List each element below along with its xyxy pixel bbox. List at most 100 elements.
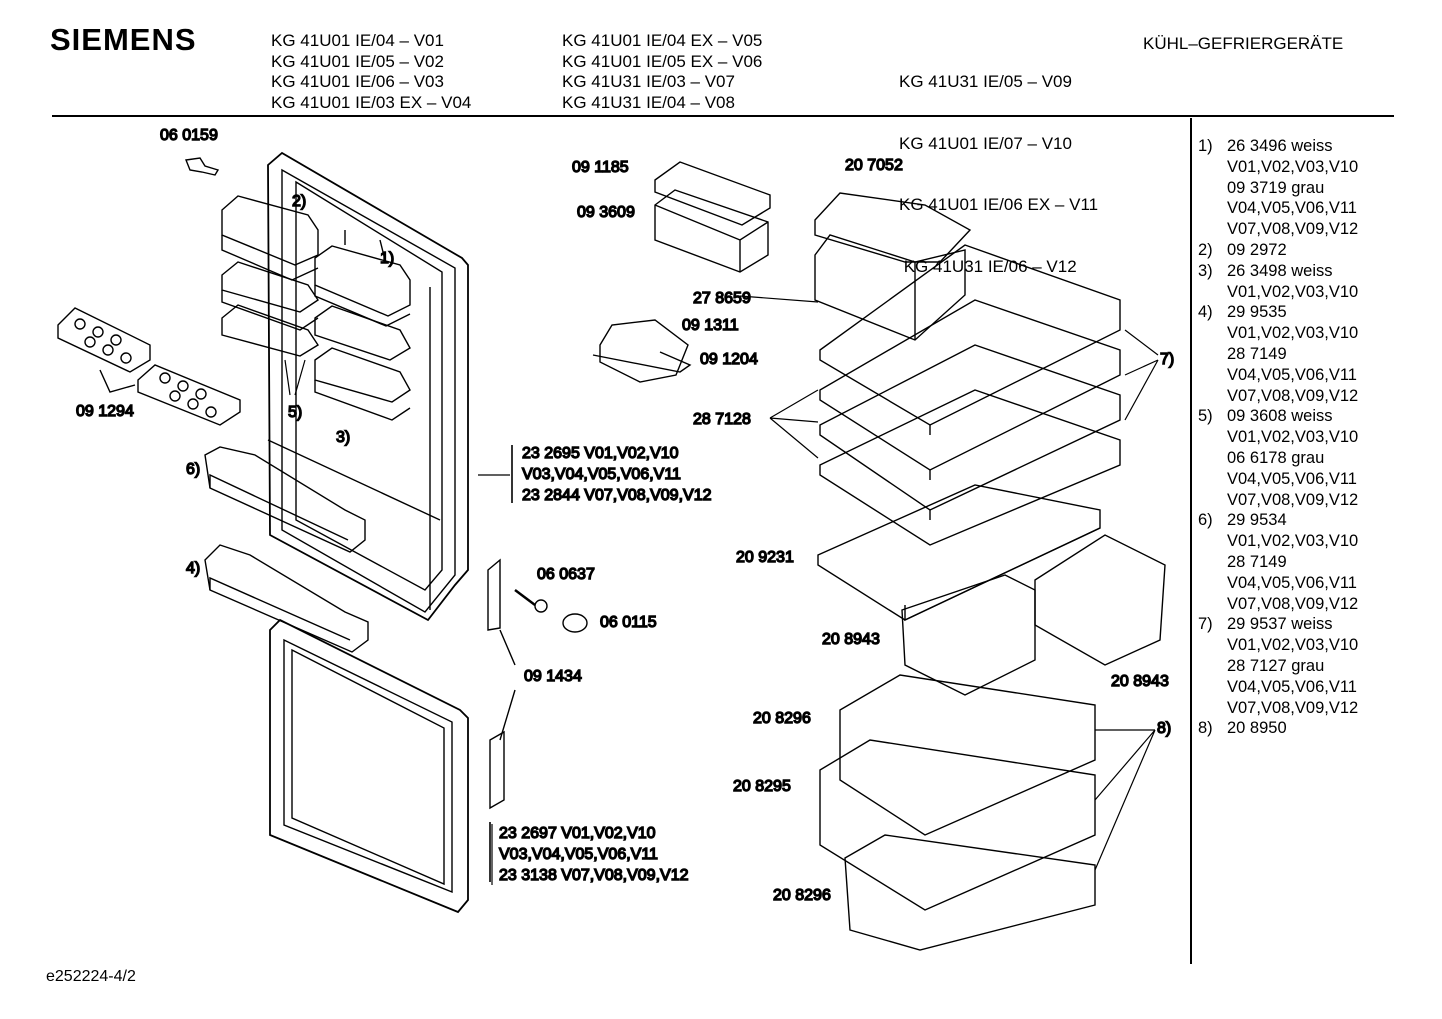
callout-number-3: 3): [336, 429, 350, 446]
callout-060115: 06 0115: [600, 614, 657, 631]
parts-list-text: V04,V05,V06,V11: [1227, 573, 1357, 592]
model-line: KG 41U01 IE/04 – V01: [271, 31, 444, 50]
upper-door-variants-line-2: V03,V04,V05,V06,V11: [522, 466, 681, 483]
parts-list-number: 1): [1198, 137, 1213, 155]
callout-209231: 20 9231: [736, 549, 794, 566]
parts-list-number: [1198, 531, 1227, 552]
parts-list-number: 4): [1198, 303, 1213, 322]
parts-list-row: V01,V02,V03,V10: [1198, 157, 1358, 178]
parts-list-text: V04,V05,V06,V11: [1227, 469, 1357, 488]
freezer-baskets-drawing: [819, 674, 1096, 951]
parts-list-row: 1) 26 3496 weiss: [1198, 136, 1358, 157]
parts-list-number: [1198, 573, 1227, 594]
callout-091185: 09 1185: [572, 159, 629, 176]
parts-list-divider: [1190, 118, 1192, 964]
parts-list-row: V01,V02,V03,V10: [1198, 635, 1358, 656]
parts-list-number: 8): [1198, 719, 1213, 738]
parts-list-row: V04,V05,V06,V11: [1198, 365, 1358, 386]
callout-060637: 06 0637: [537, 566, 595, 583]
parts-list-row: V04,V05,V06,V11: [1198, 573, 1358, 594]
parts-list-row: V04,V05,V06,V11: [1198, 469, 1358, 490]
parts-list-number: [1198, 157, 1227, 178]
parts-list-text: 06 6178 grau: [1227, 448, 1325, 467]
lower-door-drawing: [269, 618, 469, 914]
parts-list-text: 29 9535: [1227, 303, 1287, 322]
ice-tray-and-boxes-drawing: [592, 161, 771, 383]
parts-list-row: 3) 26 3498 weiss: [1198, 261, 1358, 282]
parts-list-text: V01,V02,V03,V10: [1227, 428, 1359, 447]
refrigerator-shelves-drawing: [819, 244, 1121, 546]
callout-number-2: 2): [292, 193, 306, 210]
parts-list-text: 09 3608 weiss: [1227, 407, 1333, 426]
hinge-parts-drawing: [487, 558, 588, 810]
parts-list-number: [1198, 656, 1227, 677]
model-line: KG 41U01 IE/07 – V10: [899, 133, 1072, 153]
model-line: KG 41U01 IE/06 – V03: [271, 72, 444, 91]
callout-number-8: 8): [1157, 720, 1171, 737]
upper-door-variants-line-3: 23 2844 V07,V08,V09,V12: [522, 487, 712, 504]
parts-list-text: 28 7149: [1227, 344, 1287, 363]
model-line: KG 41U31 IE/05 – V09: [899, 72, 1072, 91]
parts-list-row: V01,V02,V03,V10: [1198, 282, 1358, 303]
parts-list-number: [1198, 282, 1227, 303]
parts-list-text: V07,V08,V09,V12: [1227, 220, 1359, 239]
parts-list-number: [1198, 198, 1227, 219]
model-line: KG 41U01 IE/05 EX – V06: [562, 51, 763, 71]
model-column-3: KG 41U31 IE/05 – V09 KG 41U01 IE/07 – V1…: [899, 31, 1098, 298]
parts-list-text: V04,V05,V06,V11: [1227, 199, 1357, 218]
document-code: e252224-4/2: [46, 968, 136, 985]
parts-list-text: V07,V08,V09,V12: [1227, 386, 1359, 405]
parts-list-row: V04,V05,V06,V11: [1198, 198, 1358, 219]
vegetable-bins-drawing: [901, 534, 1166, 696]
parts-list-number: [1198, 677, 1227, 698]
parts-list-number: 2): [1198, 240, 1213, 259]
parts-list-text: 29 9537 weiss: [1227, 615, 1333, 634]
parts-list-text: V01,V02,V03,V10: [1227, 532, 1359, 551]
lower-door-variants-line-2: V03,V04,V05,V06,V11: [499, 846, 658, 863]
model-column-2: KG 41U01 IE/04 EX – V05 KG 41U01 IE/05 E…: [562, 31, 762, 113]
callout-093609: 09 3609: [577, 204, 635, 221]
parts-list-text: V04,V05,V06,V11: [1227, 677, 1357, 696]
parts-list-text: 26 3498 weiss: [1227, 261, 1333, 280]
lower-door-variants-line-1: 23 2697 V01,V02,V10: [499, 825, 656, 842]
model-line: KG 41U31 IE/03 – V07: [562, 72, 735, 91]
parts-list-text: V01,V02,V03,V10: [1227, 324, 1359, 343]
parts-list-number: [1198, 698, 1227, 719]
parts-list-number: [1198, 365, 1227, 386]
callout-287128: 28 7128: [693, 411, 751, 428]
parts-list-text: 28 7127 grau: [1227, 656, 1325, 675]
lower-door-variants-line-3: 23 3138 V07,V08,V09,V12: [499, 867, 689, 884]
callout-278659: 27 8659: [693, 290, 751, 307]
callout-208296a: 20 8296: [753, 710, 811, 727]
parts-list-row: V04,V05,V06,V11: [1198, 677, 1358, 698]
parts-list-row: V07,V08,V09,V12: [1198, 386, 1358, 407]
parts-list-row: 28 7127 grau: [1198, 656, 1358, 677]
category-title: KÜHL–GEFRIERGERÄTE: [1143, 34, 1344, 53]
parts-list-text: 26 3496 weiss: [1227, 137, 1333, 155]
model-line: KG 41U01 IE/06 EX – V11: [899, 195, 1099, 214]
model-column-1: KG 41U01 IE/04 – V01 KG 41U01 IE/05 – V0…: [271, 31, 471, 113]
parts-list-row: 28 7149: [1198, 344, 1358, 365]
parts-list-row: V01,V02,V03,V10: [1198, 531, 1358, 552]
callout-060159: 06 0159: [160, 127, 218, 144]
bottle-shelves-drawing: [204, 446, 369, 653]
parts-list-text: V01,V02,V03,V10: [1227, 157, 1359, 176]
callout-number-4: 4): [186, 560, 200, 577]
parts-list-row: V07,V08,V09,V12: [1198, 594, 1358, 615]
parts-list-row: 6)29 9534: [1198, 510, 1358, 531]
upper-door-variants-line-1: 23 2695 V01,V02,V10: [522, 445, 679, 462]
parts-list-row: 2)09 2972: [1198, 240, 1358, 261]
parts-list-number: [1198, 490, 1227, 511]
parts-list-row: 28 7149: [1198, 552, 1358, 573]
callout-091311: 09 1311: [682, 317, 739, 334]
header-divider: [52, 115, 1394, 117]
top-box-drawing: [814, 192, 972, 341]
parts-list-text: 20 8950: [1227, 719, 1287, 738]
parts-list-row: 5)09 3608 weiss: [1198, 406, 1358, 427]
parts-list-number: [1198, 469, 1227, 490]
parts-list-number: 3): [1198, 261, 1213, 280]
callout-091204: 09 1204: [700, 351, 758, 368]
callout-number-7: 7): [1160, 351, 1174, 368]
parts-list-row: 06 6178 grau: [1198, 448, 1358, 469]
